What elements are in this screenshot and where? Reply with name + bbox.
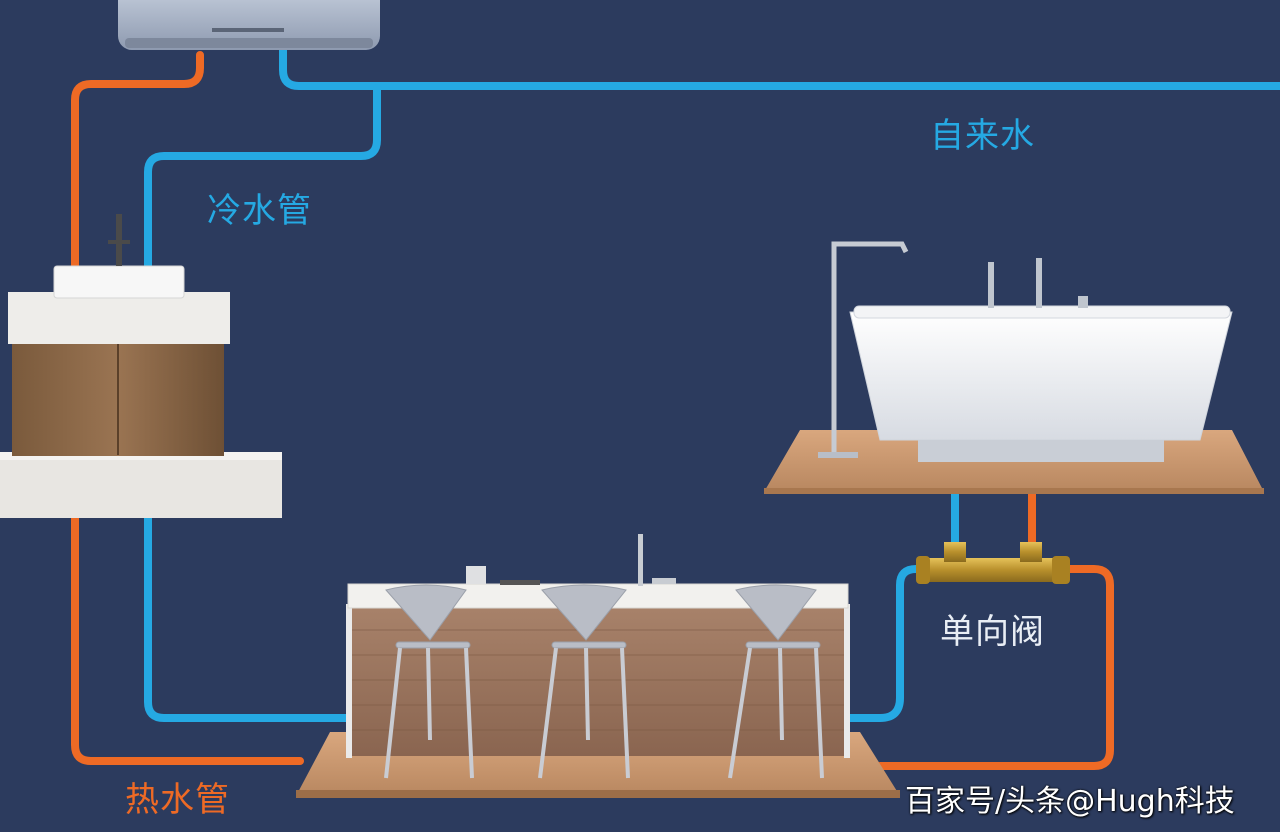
watermark: 百家号/头条@Hugh科技: [905, 784, 1235, 819]
bathtub-icon: [764, 241, 1264, 494]
tap-water-main-pipe: [279, 46, 1280, 90]
hot-pipes: [71, 51, 1114, 770]
cold-pipe-to-sink: [144, 84, 381, 269]
bar-stool-icon: [728, 584, 824, 779]
bar-stool-icon: [538, 584, 630, 779]
hot-pipe-from-heater: [71, 51, 204, 269]
hot-pipe-label: 热水管: [125, 780, 230, 820]
hot-pipe-to-valve: [876, 565, 1114, 770]
cold-pipe-lower: [144, 514, 354, 722]
kitchen-island-icon: [296, 534, 900, 798]
hot-pipe-lower: [71, 514, 304, 765]
water-heater-icon: [118, 0, 380, 50]
tap-water-label: 自来水: [930, 116, 1035, 156]
sink-cabinet-icon: [0, 214, 282, 518]
cold-pipe-label: 冷水管: [207, 191, 312, 231]
cold-pipes: [144, 46, 1280, 722]
bar-stools: [384, 584, 824, 779]
bar-stool-icon: [384, 584, 474, 779]
check-valve-icon: [916, 542, 1070, 584]
check-valve-label: 单向阀: [940, 612, 1045, 652]
cold-pipe-to-valve: [844, 565, 939, 722]
